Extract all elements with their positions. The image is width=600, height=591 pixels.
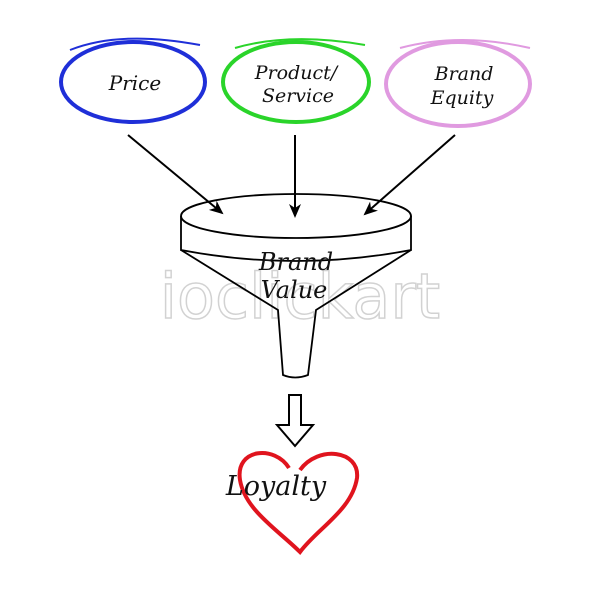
funnel xyxy=(180,193,412,379)
input-label: Service xyxy=(262,85,334,107)
input-label: Product/ xyxy=(254,62,339,84)
heart-icon xyxy=(237,451,360,556)
funnel-label: Value xyxy=(261,276,328,304)
arrow-price xyxy=(127,134,224,215)
down-arrow-icon xyxy=(274,394,316,448)
watermark: ioclickart xyxy=(160,260,440,333)
input-label: Price xyxy=(108,71,161,95)
arrow-equity xyxy=(363,134,456,216)
input-brand-equity: Brand Equity xyxy=(384,39,532,128)
funnel-label: Brand xyxy=(258,248,333,276)
input-product-service: Product/ Service xyxy=(221,38,371,124)
input-label: Equity xyxy=(430,87,494,109)
input-price: Price xyxy=(59,37,207,124)
result-label: Loyalty xyxy=(225,471,327,502)
input-label: Brand xyxy=(434,63,494,85)
